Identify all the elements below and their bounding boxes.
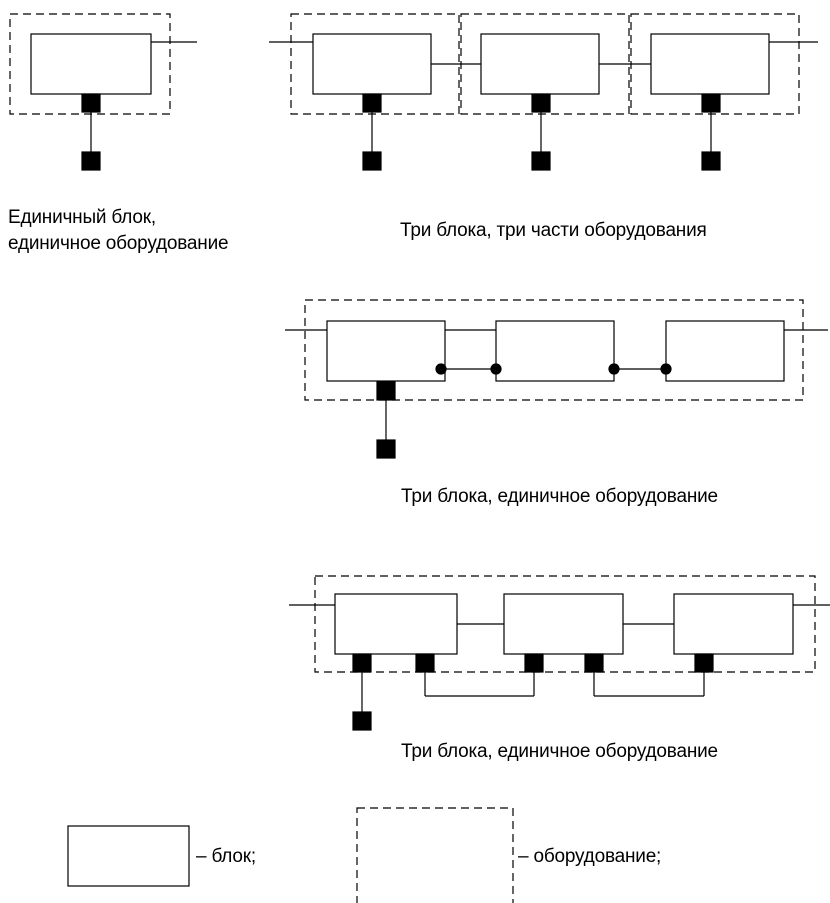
port-square xyxy=(352,711,372,731)
junction-dot xyxy=(608,363,620,375)
port-square xyxy=(415,653,435,673)
junction-dot xyxy=(490,363,502,375)
legend-equipment-label: – оборудование; xyxy=(518,846,662,867)
block xyxy=(480,33,600,95)
diagram-three-blocks-single-equipment-b xyxy=(289,575,830,731)
junction-dot xyxy=(660,363,672,375)
port-square xyxy=(362,93,382,113)
block xyxy=(312,33,432,95)
caption-three-parts: Три блока, три части оборудования xyxy=(400,220,707,241)
diagram-three-blocks-three-equipment xyxy=(269,13,818,171)
junction-dot xyxy=(435,363,447,375)
caption-three-blocks-single-b: Три блока, единичное оборудование xyxy=(401,741,718,762)
port-square xyxy=(531,151,551,171)
caption-three-blocks-single-a: Три блока, единичное оборудование xyxy=(401,486,718,507)
port-square xyxy=(352,653,372,673)
port-square xyxy=(81,93,101,113)
block xyxy=(673,593,794,655)
block xyxy=(326,320,446,382)
block xyxy=(30,33,152,95)
port-square xyxy=(376,381,396,401)
port-square xyxy=(701,93,721,113)
legend-equipment-symbol xyxy=(356,807,514,903)
port-square xyxy=(376,439,396,459)
diagram-three-blocks-single-equipment-a xyxy=(285,299,828,459)
legend-block-label: – блок; xyxy=(196,846,256,867)
caption-single-block-line2: единичное оборудование xyxy=(8,233,229,254)
legend-block-symbol xyxy=(67,825,190,887)
equipment-boundary xyxy=(290,13,460,115)
diagram-single-block xyxy=(9,13,197,171)
block xyxy=(503,593,624,655)
caption-single-block-line1: Единичный блок, xyxy=(8,207,156,228)
port-square xyxy=(524,653,544,673)
port-square xyxy=(701,151,721,171)
block xyxy=(665,320,785,382)
block xyxy=(334,593,458,655)
port-square xyxy=(694,653,714,673)
port-square xyxy=(531,93,551,113)
equipment-boundary xyxy=(9,13,171,115)
equipment-boundary xyxy=(314,575,816,673)
port-square xyxy=(584,653,604,673)
port-square xyxy=(362,151,382,171)
port-square xyxy=(81,151,101,171)
legend xyxy=(67,807,514,903)
equipment-boundary xyxy=(304,299,804,401)
block xyxy=(650,33,770,95)
block xyxy=(495,320,615,382)
